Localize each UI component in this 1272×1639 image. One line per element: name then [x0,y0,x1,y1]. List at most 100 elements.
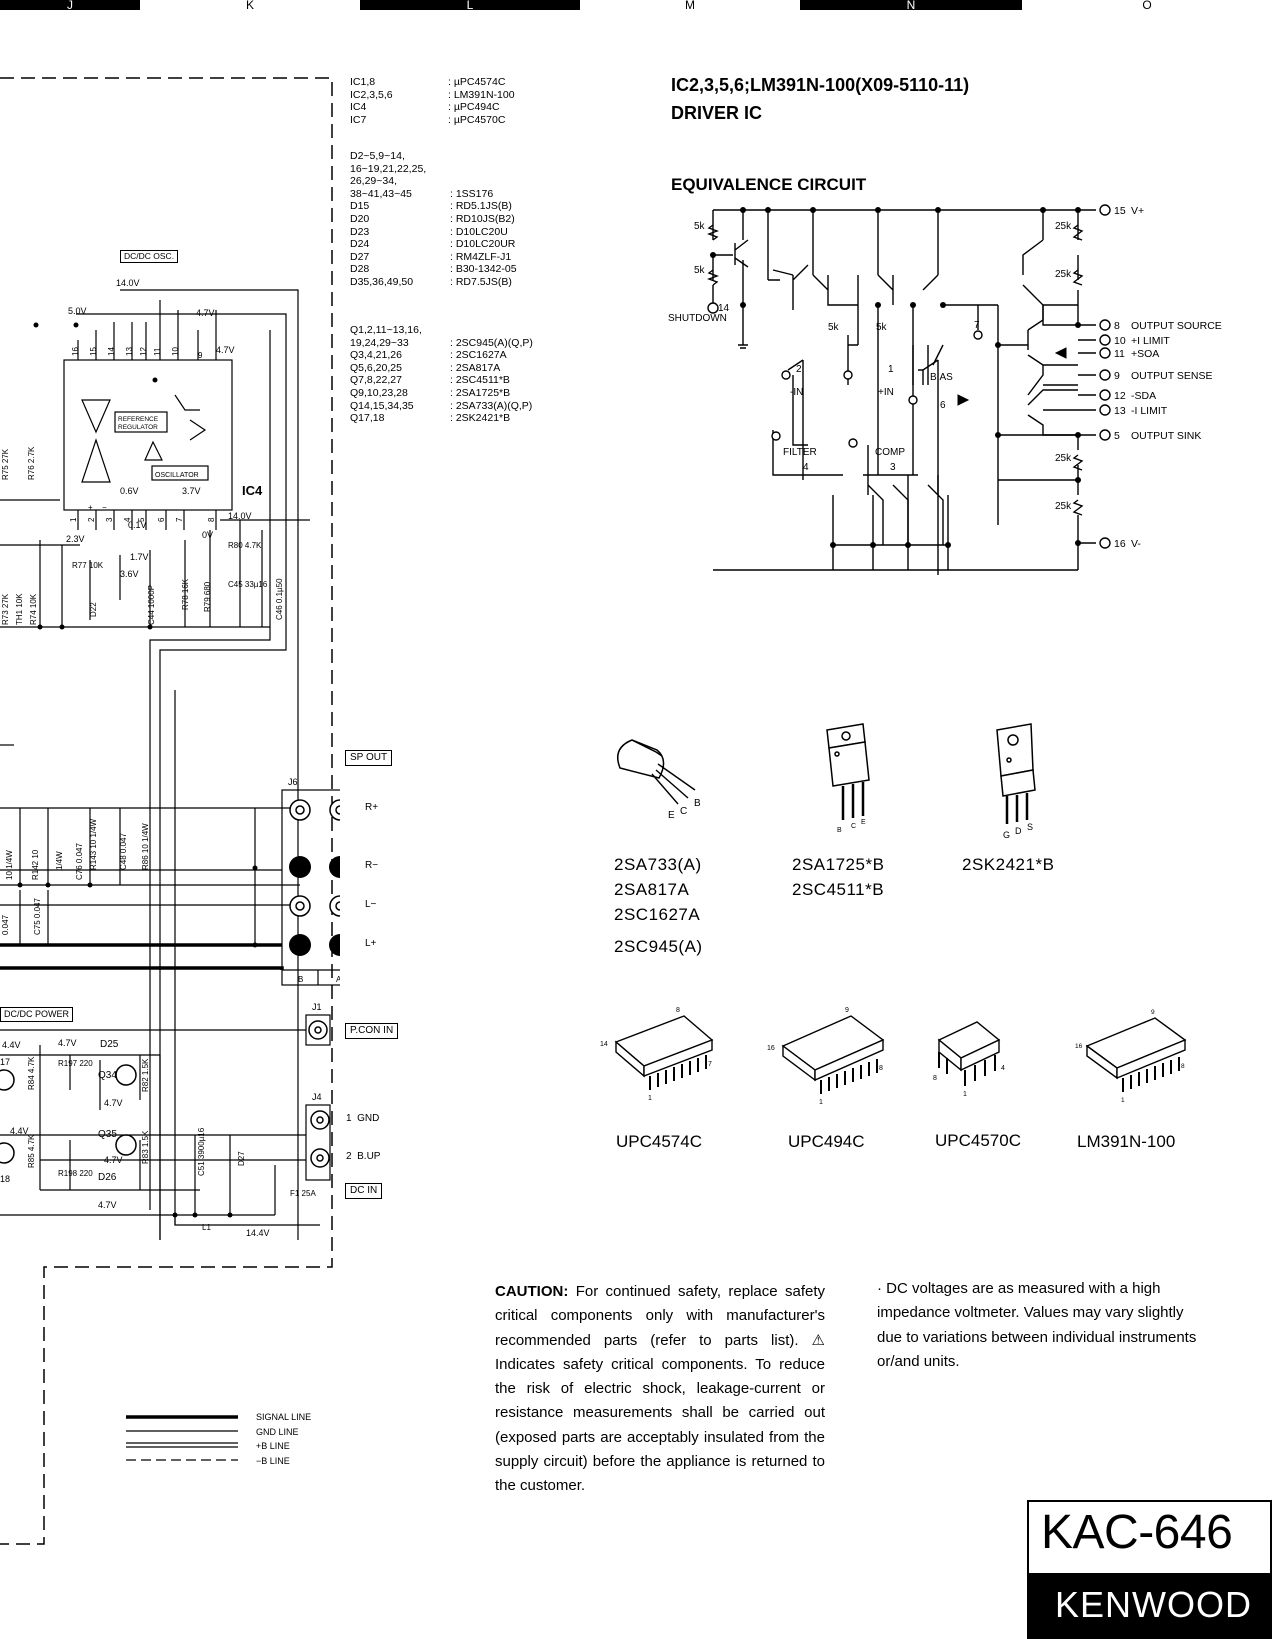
pin-label: +I LIMIT [1131,335,1170,347]
zone-o: O [1022,0,1272,10]
dc-in-tag: DC IN [345,1183,383,1199]
part-label: D22 [89,602,98,617]
svg-text:11: 11 [153,347,162,356]
caution-notice: CAUTION: For continued safety, replace s… [495,1280,825,1499]
volt-label: 4.7V [216,345,235,355]
pin-num: 8 [1181,1063,1185,1070]
pin-num: 12 [1114,390,1126,402]
dc-voltage-note: · DC voltages are as measured with a hig… [877,1280,1197,1370]
part-label: R80 4.7K [228,541,262,550]
fet-package-icon: G D S [996,723,1036,840]
pin-num: 9 [1151,1009,1155,1016]
oscillator-label: OSCILLATOR [155,472,199,479]
pin3-label: 3 [890,462,896,473]
driver-ic-title: IC2,3,5,6;LM391N-100(X09-5110-11) [671,75,970,95]
pin4-label: 4 [803,462,809,473]
dcdc-power-tag: DC/DC POWER [0,1007,73,1022]
fet-part-number: 2SK2421*B [962,855,1055,874]
pin-num: 7 [708,1061,712,1068]
j6-col-label: B [298,975,303,984]
r5k-label: 5k [876,322,888,333]
pin-num: 16 [1114,538,1126,550]
bias-label: BIAS [930,372,953,383]
model-number: KAC-646 [1041,1506,1233,1559]
pin-num: 1 [1121,1097,1125,1104]
svg-text:16: 16 [71,347,80,356]
dcdc-osc-tag: DC/DC OSC. [120,250,179,263]
pin7-label: 7 [974,320,980,331]
pin-num: 16 [767,1045,775,1052]
svg-text:10 1/4W: 10 1/4W [5,850,14,880]
zone-l: L [360,0,580,10]
pcon-in-tag: P.CON IN [345,1023,399,1039]
volt-label: 2.3V [66,534,85,544]
part-label: F1 25A [290,1189,316,1198]
kenwood-logo: KENWOOD [1029,1573,1270,1637]
pin1-label: 1 [888,364,894,375]
pin-num: 4 [1001,1065,1005,1072]
svg-text:14: 14 [107,347,116,356]
pin-c-label: C [680,806,687,817]
r25k-label: 25k [1055,453,1072,464]
pin-num: 1 [648,1095,652,1102]
ic-name-label: LM391N-100 [1077,1132,1176,1151]
volt-label: 4.4V [10,1126,29,1136]
pin-b-label: B [837,827,842,834]
schematic-diagram: IC4 REFERENCE REGULATOR OSCILLATOR 14.0V… [0,77,340,1545]
ic-name-label: UPC4574C [616,1132,702,1151]
zone-n: N [800,0,1022,10]
legend-signal-line: SIGNAL LINE [256,1412,312,1422]
line-legend: SIGNAL LINE GND LINE +B LINE −B LINE [256,1410,311,1468]
volt-label: 4.7V [104,1155,123,1165]
svg-text:−: − [102,503,107,512]
pin-num: 8 [1114,320,1120,332]
tr-list-refs: Q1,2,11~13,16, 19,24,29~33 Q3,4,21,26 Q5… [350,324,422,425]
volt-label: 0.6V [120,486,139,496]
sp-pin-label: R− [365,860,379,871]
pin-d-label: D [1015,826,1022,836]
part-label: R84 4.7K [27,1056,36,1090]
volt-label: 14.0V [228,511,252,521]
part-label: C51 3900µ16 [197,1127,206,1176]
minus-in-label: -IN [790,387,803,398]
svg-text:0.047: 0.047 [1,914,10,935]
zone-m: M [580,0,800,10]
part-label: L1 [202,1223,211,1232]
to220-package-icon: B C E [826,723,870,834]
svg-text:2: 2 [87,517,96,522]
part-label: C76 0.047 [75,843,84,880]
pin-num: 14 [600,1041,608,1048]
svg-text:9: 9 [198,351,203,360]
part-label: R76 2.7K [27,446,36,480]
pin-label: V+ [1131,205,1144,217]
legend-gnd-line: GND LINE [256,1426,299,1437]
j4-label: J4 [312,1092,322,1102]
brand-block: KAC-646 KENWOOD [1027,1500,1272,1639]
legend-minus-b-line: −B LINE [256,1455,290,1466]
pin-b-label: B [694,798,701,809]
pin2-label: 2 [796,364,802,375]
j4-pin-label: 1 GND [346,1113,380,1124]
volt-label: 0.1V [128,520,147,530]
volt-label: 4.7V [196,308,215,318]
tr-list-values: : 2SC945(A)(Q,P) : 2SC1627A : 2SA817A : … [450,336,533,425]
part-label: Q34 [98,1070,117,1081]
part-label: R143 10 1/4W [89,818,98,870]
plus-in-label: +IN [878,387,894,398]
part-label: R83 1.5K [141,1130,150,1164]
pin-num: 5 [1114,430,1120,442]
pin-label: -SDA [1131,390,1156,402]
r5k-label: 5k [694,221,706,232]
part-label: R85 4.7K [27,1134,36,1168]
part-label: R86 10 1/4W [141,823,150,870]
caution-heading: CAUTION: [495,1283,569,1300]
ic-list-values: : µPC4574C : LM391N-100 : µPC494C : µPC4… [448,76,515,126]
pin-label: +SOA [1131,348,1159,360]
filter-label: FILTER [783,447,817,458]
pin-num: 11 [1114,348,1125,360]
legend-plus-b-line: +B LINE [256,1441,290,1451]
volt-label: 4.7V [58,1038,77,1048]
pin-num: 9 [845,1007,849,1014]
part-label: R82 1.5K [141,1058,150,1092]
part-label: 18 [0,1174,10,1184]
